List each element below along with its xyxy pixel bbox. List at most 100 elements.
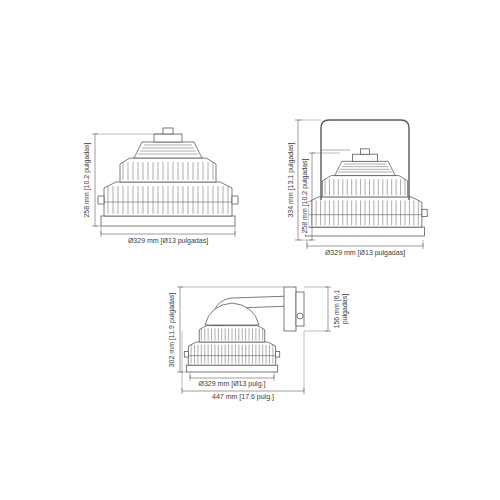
drawing-line — [95, 226, 100, 227]
drawing-line — [387, 179, 388, 195]
drawing-line — [213, 162, 214, 180]
drawing-line — [307, 240, 308, 246]
drawing-line — [101, 226, 102, 234]
drawing-line — [225, 328, 226, 340]
drawing-line — [113, 186, 114, 214]
drawing-line — [148, 162, 149, 180]
drawing-line — [259, 328, 260, 340]
dimension-label: Ø329 mm [Ø13 pulgadas] — [324, 249, 406, 257]
drawing-line — [338, 172, 391, 173]
drawing-line — [320, 200, 321, 225]
drawing-line — [208, 186, 209, 214]
fixture-part — [232, 196, 238, 204]
drawing-line — [138, 162, 139, 180]
fixture-part — [186, 365, 277, 372]
drawing-line — [274, 372, 275, 378]
drawing-line — [180, 287, 284, 288]
drawing-line — [95, 134, 96, 226]
drawing-line — [342, 166, 388, 167]
drawing-line — [373, 200, 374, 225]
drawing-line — [396, 200, 397, 225]
drawing-line — [153, 162, 154, 180]
drawing-line — [400, 200, 401, 225]
dimension-label: 334 mm [13.1 pulgadas] — [287, 141, 295, 218]
lamp-dome — [205, 303, 259, 325]
fixture-part — [104, 182, 232, 216]
fixture-part — [296, 292, 304, 326]
drawing-line — [178, 186, 179, 214]
drawing-line — [143, 186, 144, 214]
drawing-line — [328, 287, 329, 331]
drawing-line — [173, 186, 174, 214]
drawing-line — [369, 200, 370, 225]
drawing-line — [173, 162, 174, 180]
drawing-line — [333, 179, 334, 195]
drawing-line — [413, 200, 414, 225]
drawing-line — [325, 179, 326, 195]
drawing-line — [308, 214, 422, 215]
drawing-line — [158, 162, 159, 180]
drawing-line — [191, 345, 192, 364]
fixture-part — [422, 209, 427, 216]
drawing-line — [312, 153, 313, 240]
drawing-line — [128, 162, 129, 180]
drawing-line — [101, 234, 235, 235]
drawing-line — [272, 345, 273, 364]
drawing-line — [198, 186, 199, 214]
fixture-part — [305, 227, 424, 236]
fixture-part — [308, 197, 422, 227]
dimension-label: Ø329 mm [Ø13 pulg.] — [198, 380, 267, 388]
drawing-line — [409, 200, 410, 225]
drawing-line — [138, 186, 139, 214]
drawing-line — [133, 186, 134, 214]
drawing-line — [148, 186, 149, 214]
drawing-line — [391, 200, 392, 225]
fixture-part — [361, 149, 370, 154]
drawing-line — [128, 186, 129, 214]
drawing-line — [338, 179, 339, 195]
fixture-part — [98, 196, 104, 204]
drawing-line — [133, 162, 134, 180]
drawing-line — [188, 162, 189, 180]
drawing-line — [108, 186, 109, 214]
drawing-line — [182, 331, 183, 391]
drawing-line — [312, 153, 340, 154]
drawing-line — [163, 186, 164, 214]
dimension-label: 447 mm [17.6 pulg.] — [211, 393, 275, 401]
drawing-line — [405, 179, 406, 195]
drawing-line — [418, 200, 419, 225]
drawing-line — [321, 150, 350, 151]
drawing-line — [168, 186, 169, 214]
drawing-line — [249, 345, 250, 364]
drawing-line — [188, 355, 275, 356]
drawing-line — [342, 179, 343, 195]
drawing-line — [235, 328, 236, 340]
drawing-line — [204, 345, 205, 364]
fixture-part — [199, 326, 264, 342]
drawing-line — [163, 162, 164, 180]
drawing-line — [360, 179, 361, 195]
drawing-line — [214, 345, 215, 364]
drawing-line — [183, 186, 184, 214]
drawing-line — [218, 186, 219, 214]
drawing-line — [242, 345, 243, 364]
drawing-line — [158, 186, 159, 214]
drawing-line — [304, 287, 328, 288]
drawing-line — [249, 328, 250, 340]
drawing-line — [269, 345, 270, 364]
fixture-part — [276, 352, 280, 357]
drawing-line — [235, 226, 236, 234]
drawing-line — [304, 331, 328, 332]
drawing-line — [208, 345, 209, 364]
drawing-line — [373, 179, 374, 195]
drawing-line — [208, 328, 209, 340]
fixture-part — [154, 134, 182, 142]
drawing-line — [298, 120, 299, 240]
drawing-line — [168, 162, 169, 180]
dimension-label: 156 mm [6,1 pulgadas] — [333, 286, 349, 332]
drawing-line — [140, 151, 196, 152]
drawing-line — [351, 200, 352, 225]
drawing-line — [262, 328, 263, 340]
drawing-line — [378, 179, 379, 195]
